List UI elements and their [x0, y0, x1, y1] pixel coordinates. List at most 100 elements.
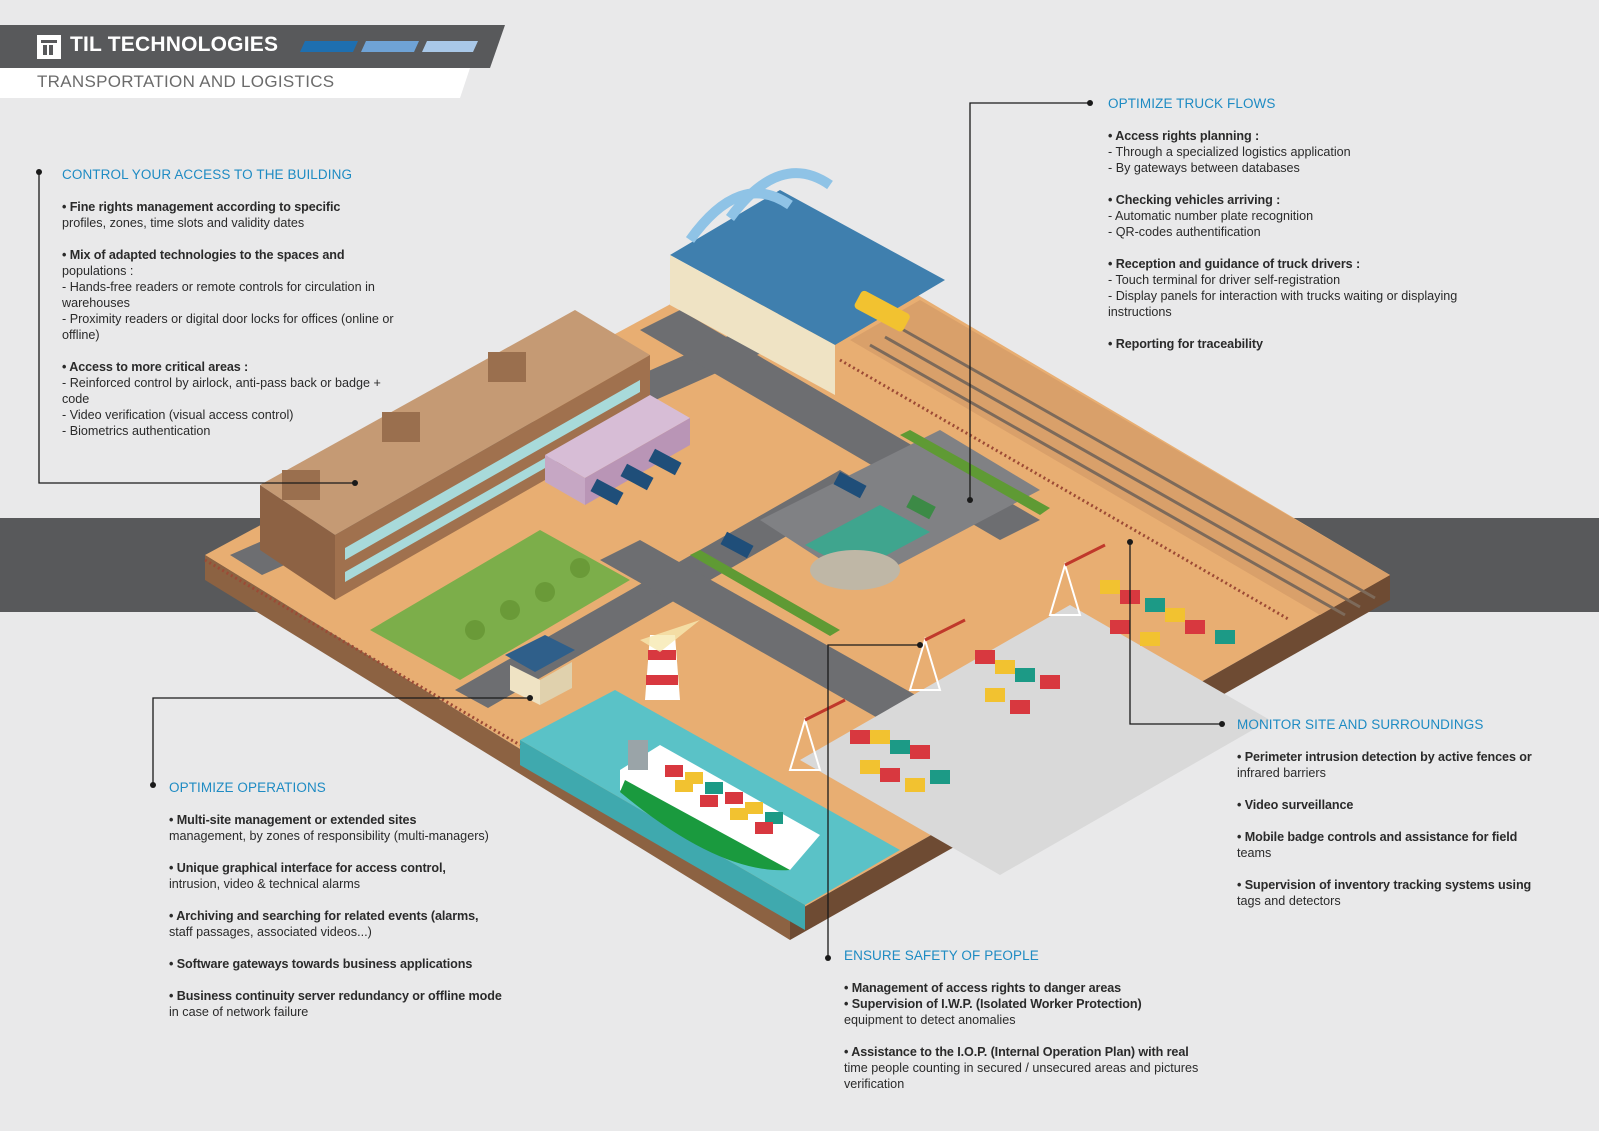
perimeter-fence	[204, 558, 521, 747]
line-spacer	[169, 940, 502, 956]
bullet-detail: staff passages, associated videos...)	[169, 925, 372, 939]
panel-body: • Access rights planning :- Through a sp…	[1108, 128, 1457, 352]
bullet-detail: code	[62, 392, 90, 406]
bullet-detail: equipment to detect anomalies	[844, 1013, 1016, 1027]
bullet-detail: verification	[844, 1077, 905, 1091]
panel-title: ENSURE SAFETY OF PEOPLE	[844, 948, 1039, 963]
line-spacer	[62, 231, 394, 247]
panel-operations: OPTIMIZE OPERATIONS • Multi-site managem…	[169, 780, 502, 1020]
bullet-detail: - Hands-free readers or remote controls …	[62, 280, 375, 294]
bullet-detail: warehouses	[62, 296, 130, 310]
line-spacer	[62, 343, 394, 359]
panel-title: MONITOR SITE AND SURROUNDINGS	[1237, 717, 1484, 732]
bullet-detail: - Video verification (visual access cont…	[62, 408, 294, 422]
bullet-detail: - Proximity readers or digital door lock…	[62, 312, 394, 326]
panel-people-safety: ENSURE SAFETY OF PEOPLE • Management of …	[844, 948, 1198, 1092]
line-spacer	[169, 892, 502, 908]
line-spacer	[1108, 320, 1457, 336]
bullet-item: • Assistance to the I.O.P. (Internal Ope…	[844, 1045, 1189, 1059]
tree-icon	[465, 620, 485, 640]
bullet-item: • Unique graphical interface for access …	[169, 861, 446, 875]
bullet-detail: - Automatic number plate recognition	[1108, 209, 1314, 223]
bullet-detail: profiles, zones, time slots and validity…	[62, 216, 305, 230]
ship-hull	[620, 780, 790, 871]
lighthouse-stripe	[648, 650, 676, 660]
bullet-item: • Multi-site management or extended site…	[169, 813, 417, 827]
bullet-detail: tags and detectors	[1237, 894, 1341, 908]
bullet-detail: - Touch terminal for driver self-registr…	[1108, 273, 1341, 287]
bullet-item: • Business continuity server redundancy …	[169, 989, 502, 1003]
bullet-item: • Reporting for traceability	[1108, 337, 1263, 351]
bullet-detail: management, by zones of responsibility (…	[169, 829, 489, 843]
bullet-item: • Access to more critical areas :	[62, 360, 249, 374]
bullet-item: • Software gateways towards business app…	[169, 957, 473, 971]
truck-icon	[906, 494, 936, 520]
station-arch	[685, 188, 793, 243]
line-spacer	[1237, 781, 1532, 797]
bullet-detail: instructions	[1108, 305, 1172, 319]
bullet-detail: - Through a specialized logistics applic…	[1108, 145, 1351, 159]
line-spacer	[169, 844, 502, 860]
bullet-item: • Mix of adapted technologies to the spa…	[62, 248, 345, 262]
hedge	[690, 550, 840, 636]
tree-icon	[535, 582, 555, 602]
bullet-item: • Mobile badge controls and assistance f…	[1237, 830, 1518, 844]
panel-body: • Fine rights management according to sp…	[62, 199, 394, 439]
bullet-detail: - Reinforced control by airlock, anti-pa…	[62, 376, 381, 390]
bullet-detail: infrared barriers	[1237, 766, 1326, 780]
bullet-item: • Supervision of I.W.P. (Isolated Worker…	[844, 997, 1142, 1011]
station-arch	[725, 168, 833, 221]
panel-body: • Management of access rights to danger …	[844, 980, 1198, 1092]
panel-title: OPTIMIZE OPERATIONS	[169, 780, 326, 795]
bullet-detail: - QR-codes authentification	[1108, 225, 1261, 239]
brand-logo-icon	[37, 35, 61, 59]
train-icon	[854, 290, 910, 332]
bullet-detail: time people counting in secured / unsecu…	[844, 1061, 1199, 1075]
bullet-detail: populations :	[62, 264, 134, 278]
bullet-item: • Fine rights management according to sp…	[62, 200, 341, 214]
tree-icon	[570, 558, 590, 578]
rooftop-unit	[282, 470, 320, 500]
line-spacer	[844, 1028, 1198, 1044]
ship-containers	[665, 765, 783, 834]
panel-title: OPTIMIZE TRUCK FLOWS	[1108, 96, 1276, 111]
office-roof	[260, 310, 650, 535]
header-banner	[0, 25, 505, 68]
bullet-item: • Reception and guidance of truck driver…	[1108, 257, 1361, 271]
bullet-item: • Management of access rights to danger …	[844, 981, 1122, 995]
lighthouse-stripe	[646, 675, 678, 685]
line-spacer	[1108, 240, 1457, 256]
brand-name: TIL TECHNOLOGIES	[70, 33, 279, 56]
truck-icon	[833, 471, 867, 499]
truck-icon	[648, 448, 682, 476]
crane-icon	[1048, 543, 1106, 616]
line-spacer	[1237, 813, 1532, 829]
page-subtitle: TRANSPORTATION AND LOGISTICS	[37, 72, 335, 91]
office-wall-left	[260, 485, 335, 600]
perimeter-fence	[839, 358, 1291, 622]
warehouse-roof	[545, 395, 690, 478]
rooftop-unit	[488, 352, 526, 382]
park-lawn	[370, 530, 630, 680]
warehouse-wall	[545, 455, 585, 505]
bullet-item: • Archiving and searching for related ev…	[169, 909, 479, 923]
bullet-detail: teams	[1237, 846, 1272, 860]
panel-title: CONTROL YOUR ACCESS TO THE BUILDING	[62, 167, 353, 182]
bullet-detail: - Display panels for interaction with tr…	[1108, 289, 1458, 303]
panel-monitor-site: MONITOR SITE AND SURROUNDINGS • Perimete…	[1237, 717, 1532, 909]
panel-truck-flows: OPTIMIZE TRUCK FLOWS • Access rights pla…	[1108, 96, 1457, 352]
bullet-detail: - By gateways between databases	[1108, 161, 1300, 175]
panel-body: • Perimeter intrusion detection by activ…	[1237, 749, 1532, 909]
panel-body: • Multi-site management or extended site…	[169, 812, 502, 1020]
rail-track	[884, 335, 1361, 609]
bullet-detail: intrusion, video & technical alarms	[169, 877, 361, 891]
bullet-detail: offline)	[62, 328, 100, 342]
ship-bridge	[628, 740, 648, 770]
station-wall	[670, 255, 835, 395]
tree-icon	[500, 600, 520, 620]
panel-access-control: CONTROL YOUR ACCESS TO THE BUILDING • Fi…	[62, 167, 394, 439]
truck-icon	[620, 463, 654, 491]
gatehouse-wall	[540, 662, 572, 705]
lighthouse-beam	[640, 620, 700, 652]
